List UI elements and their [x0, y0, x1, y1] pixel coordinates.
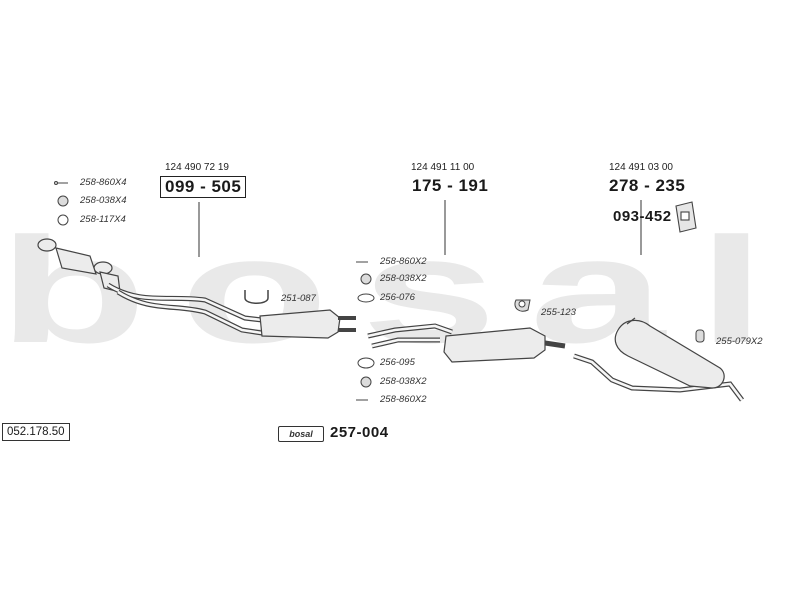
oem-number-1: 124 490 72 19 [165, 162, 229, 173]
hardware-label: 258-117X4 [80, 214, 126, 225]
hardware-label: 258-860X2 [380, 394, 427, 405]
hardware-label: 256-095 [380, 357, 415, 368]
hardware-label: 258-038X2 [380, 273, 427, 284]
oem-number-2: 124 491 11 00 [411, 162, 475, 173]
catalytic-front-pipe[interactable] [37, 238, 356, 339]
gasket-icon [357, 293, 375, 303]
heat-shield-icon [675, 201, 697, 233]
nut-icon [57, 195, 69, 207]
u-clamp-icon [244, 290, 269, 304]
nut-icon [360, 273, 372, 285]
mounting-kit-number[interactable]: 257-004 [330, 424, 389, 441]
hardware-label: 258-038X4 [80, 195, 127, 206]
hardware-label: 258-038X2 [380, 376, 427, 387]
gasket-icon [357, 357, 375, 369]
extra-part-label: 255-123 [541, 307, 576, 318]
bolt-head [54, 181, 58, 185]
hardware-label: 256-076 [380, 292, 415, 303]
oem-number-3: 124 491 03 00 [609, 162, 673, 173]
part-number-099-505[interactable]: 099 - 505 [160, 176, 247, 198]
diagram-reference: 052.178.50 [2, 423, 70, 441]
extra-part-label: 251-087 [281, 293, 316, 304]
hardware-label: 258-860X2 [380, 256, 427, 267]
rubber-mount-icon [514, 299, 531, 312]
nut-icon [360, 376, 372, 388]
extra-part-label: 255-079X2 [716, 336, 763, 347]
ring-icon [57, 214, 69, 226]
rear-muffler[interactable] [573, 317, 744, 402]
part-number-175-191[interactable]: 175 - 191 [412, 176, 489, 195]
part-number-278-235[interactable]: 278 - 235 [609, 176, 686, 195]
middle-muffler[interactable] [367, 323, 566, 363]
bosal-kit-logo: bosal [278, 426, 324, 442]
hardware-label: 258-860X4 [80, 177, 127, 188]
part-number-093-452[interactable]: 093-452 [613, 208, 672, 225]
rubber-hanger-icon [695, 329, 705, 343]
